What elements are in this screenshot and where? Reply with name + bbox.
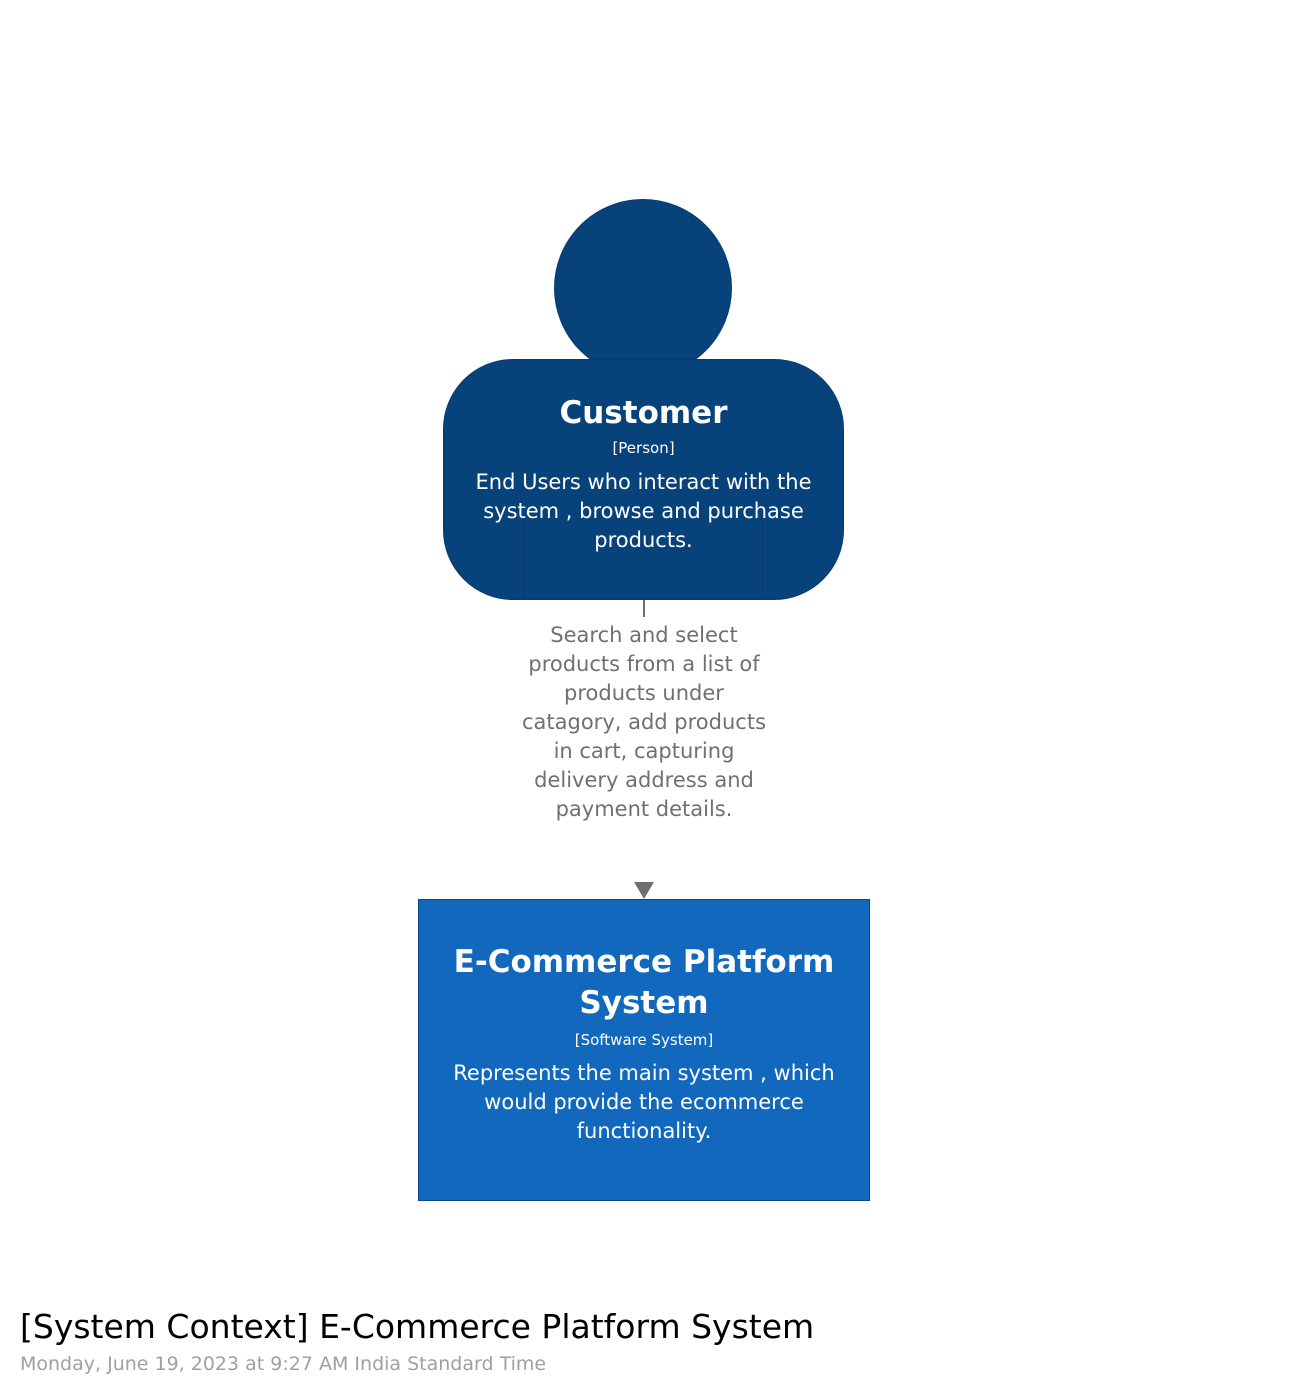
person-arm-divider-right bbox=[762, 520, 763, 599]
software-system-element[interactable]: E-Commerce Platform System [Software Sys… bbox=[418, 899, 870, 1201]
person-description: End Users who interact with the system ,… bbox=[475, 470, 812, 552]
system-description: Represents the main system , which would… bbox=[453, 1061, 835, 1143]
diagram-title: [System Context] E-Commerce Platform Sys… bbox=[20, 1307, 815, 1346]
person-name: Customer bbox=[559, 395, 728, 431]
customer-person-element[interactable]: Customer [Person] End Users who interact… bbox=[443, 359, 844, 600]
person-head-shape bbox=[554, 199, 732, 377]
diagram-date: Monday, June 19, 2023 at 9:27 AM India S… bbox=[20, 1353, 547, 1375]
person-type: [Person] bbox=[612, 439, 675, 457]
relationship-label[interactable]: Search and select products from a list o… bbox=[521, 623, 767, 821]
system-name: E-Commerce Platform System bbox=[453, 944, 835, 1021]
person-arm-divider-left bbox=[524, 520, 525, 599]
system-type: [Software System] bbox=[574, 1031, 714, 1049]
relationship-arrowhead-icon bbox=[634, 882, 654, 899]
relationship-line bbox=[643, 600, 645, 617]
